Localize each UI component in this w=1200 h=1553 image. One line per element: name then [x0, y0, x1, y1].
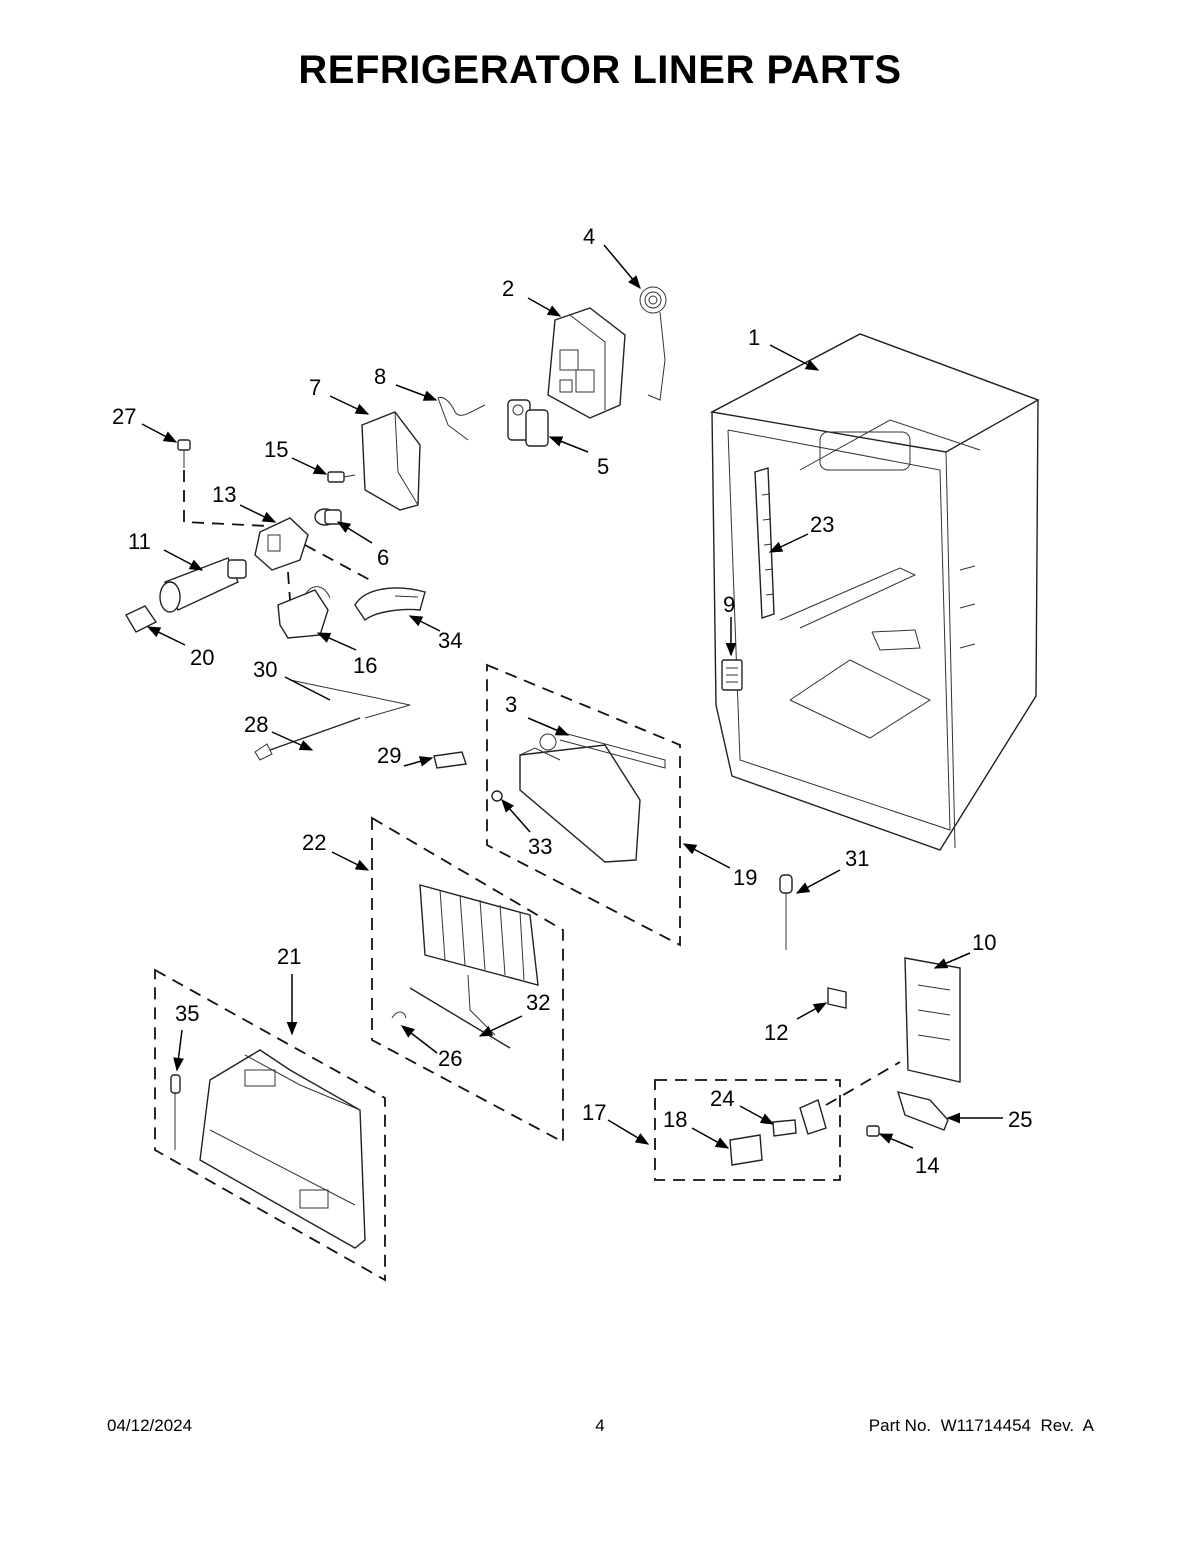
damper-part	[799, 1099, 827, 1135]
cap-part	[125, 605, 158, 633]
assembly-22-outline	[371, 816, 564, 1144]
light-strip-part	[754, 467, 775, 619]
gasket-part	[729, 1134, 763, 1166]
callout-label: 12	[764, 1020, 788, 1045]
heater-rod-part	[254, 679, 411, 761]
bracket-part	[277, 586, 331, 639]
assembly-19-outline	[486, 663, 681, 947]
wire-harness-part	[437, 396, 486, 441]
control-housing-part	[547, 307, 626, 419]
callout-label: 4	[583, 224, 595, 249]
control-panel-part	[904, 957, 961, 1083]
defrost-heater-part	[391, 974, 511, 1049]
callout-label: 24	[710, 1086, 734, 1111]
callout-label: 34	[438, 628, 462, 653]
callout-label: 20	[190, 645, 214, 670]
leader-lines	[141, 244, 1003, 1149]
callout-label: 28	[244, 712, 268, 737]
sensor-part	[779, 874, 793, 950]
cover-part	[361, 411, 421, 511]
liner-part	[709, 333, 1040, 851]
valve-part	[507, 399, 549, 447]
filter-part	[159, 557, 247, 613]
housing-part	[254, 517, 309, 571]
seal-part	[772, 1119, 797, 1137]
grille-part	[354, 587, 426, 622]
callout-label: 11	[128, 529, 151, 554]
callout-label: 35	[175, 1001, 199, 1026]
callout-label: 27	[112, 404, 136, 429]
footer-date: 04/12/2024	[107, 1416, 193, 1435]
callout-label: 2	[502, 276, 514, 301]
evaporator-part	[419, 884, 539, 986]
bracket-part	[896, 1091, 949, 1131]
callout-label: 9	[723, 592, 735, 617]
pad-part	[433, 751, 467, 769]
callout-label: 30	[253, 657, 277, 682]
assembly-guide-line	[287, 571, 291, 601]
connector-part	[827, 987, 847, 1009]
callout-label: 5	[597, 454, 609, 479]
callout-label: 32	[526, 990, 550, 1015]
callout-label: 15	[264, 437, 288, 462]
assembly-17-outline	[654, 1079, 841, 1181]
assembly-guide-line	[183, 470, 269, 527]
callout-label: 16	[353, 653, 377, 678]
sensor-part	[170, 1074, 181, 1150]
footer-page-number: 4	[595, 1416, 605, 1435]
callout-label: 19	[733, 865, 757, 890]
callout-label: 8	[374, 364, 386, 389]
callout-label: 7	[309, 375, 321, 400]
fitting-part	[314, 508, 342, 526]
callout-label: 25	[1008, 1107, 1032, 1132]
callout-label: 21	[277, 944, 301, 969]
footer-part-number: Part No. W11714454 Rev. A	[868, 1416, 1094, 1435]
callout-label: 33	[528, 834, 552, 859]
callout-label: 3	[505, 692, 517, 717]
assembly-21-outline	[154, 968, 386, 1282]
page-title: REFRIGERATOR LINER PARTS	[298, 48, 902, 92]
callout-labels: 1 2 3 4 5 6 7 8 9 10 11 12 13 14 15 16 1…	[112, 224, 1032, 1178]
fan-housing-part	[519, 731, 666, 863]
callout-label: 6	[377, 545, 389, 570]
callout-label: 10	[972, 930, 996, 955]
fan-cover-part	[199, 1049, 366, 1249]
callout-label: 1	[748, 325, 760, 350]
callout-label: 13	[212, 482, 236, 507]
callout-label: 31	[845, 846, 869, 871]
callout-label: 23	[810, 512, 834, 537]
callout-label: 18	[663, 1107, 687, 1132]
callout-label: 14	[915, 1153, 939, 1178]
callout-label: 26	[438, 1046, 462, 1071]
assembly-guide-line	[304, 544, 371, 581]
callout-label: 17	[582, 1100, 606, 1125]
callout-label: 29	[377, 743, 401, 768]
coiled-wire-part	[639, 286, 667, 401]
screw-part	[327, 471, 356, 483]
assembly-guide-line	[825, 1061, 901, 1106]
callout-label: 22	[302, 830, 326, 855]
screw-part	[177, 439, 191, 468]
fastener-part	[491, 790, 503, 802]
vent-part	[721, 659, 743, 691]
screw-part	[866, 1125, 880, 1137]
